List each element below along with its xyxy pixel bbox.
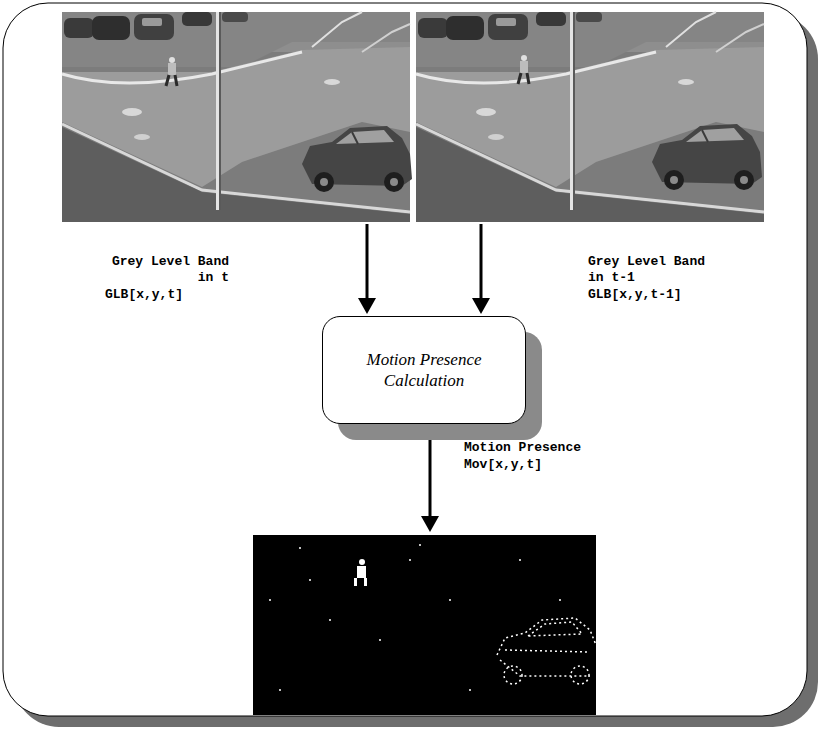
signal-label: GLB[x,y,t-1] [588, 287, 712, 303]
process-label: Motion Presence Calculation [337, 349, 511, 391]
signal-label: Grey Level Band in t-1 [588, 254, 712, 286]
signal-label: Mov[x,y,t] [464, 457, 604, 473]
signal-label: GLB[x,y,t] [105, 287, 229, 303]
signal-label: Motion Presence [464, 440, 604, 456]
signal-label: Grey Level Band in t [105, 254, 229, 286]
process-box: Motion Presence Calculation [322, 316, 526, 424]
